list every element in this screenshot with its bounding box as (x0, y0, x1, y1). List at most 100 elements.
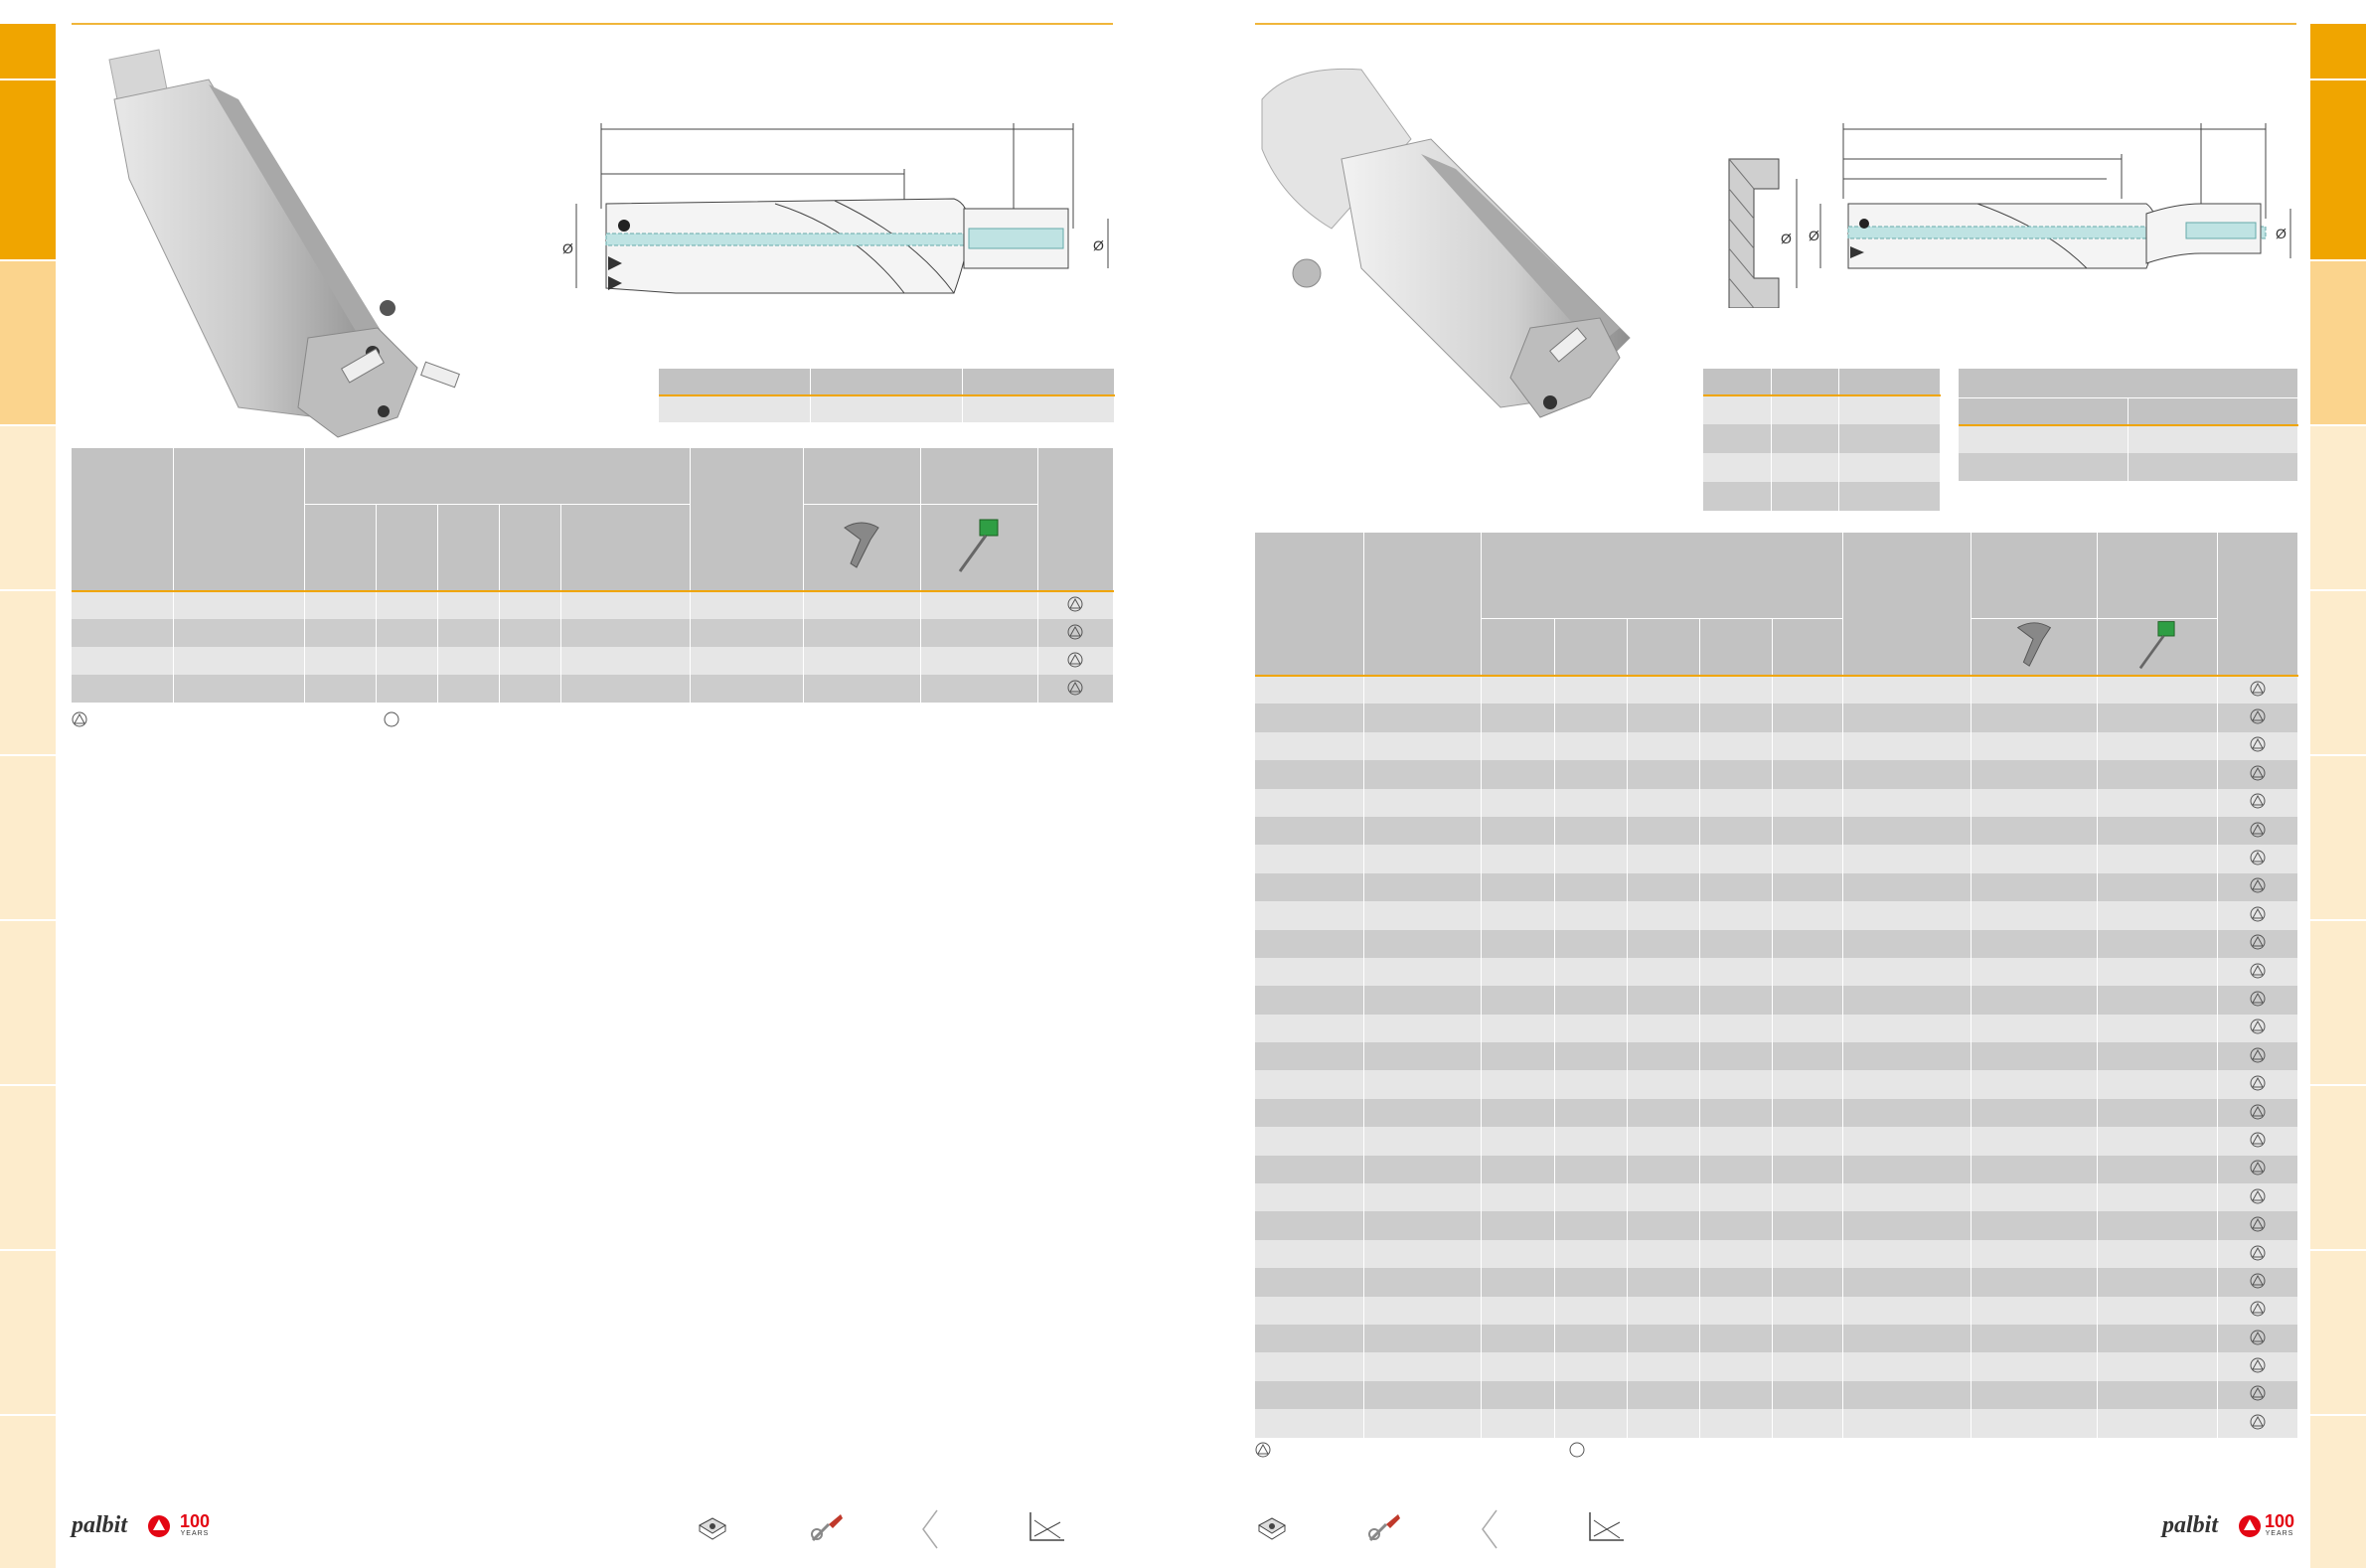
col-header-key (2097, 533, 2218, 619)
side-tab-7[interactable] (0, 921, 56, 1084)
table-row (1255, 1296, 2298, 1325)
anniversary-number: 100 (2264, 1511, 2295, 1531)
side-tab-r-1[interactable] (2310, 24, 2366, 78)
table-row (1255, 731, 2298, 761)
spec-b-title-cell (1959, 369, 2298, 398)
drill-photo-left (108, 49, 460, 438)
side-tab-r-8[interactable] (2310, 1086, 2366, 1249)
table-row (72, 675, 1114, 703)
side-tab-5[interactable] (0, 591, 56, 754)
side-tab-1[interactable] (0, 24, 56, 78)
col-header-ref (173, 448, 305, 504)
side-tab-r-6[interactable] (2310, 756, 2366, 919)
spec-cell (810, 395, 963, 422)
stock-triangle-icon (2250, 877, 2266, 893)
col-header-insert (1842, 533, 1972, 618)
cutting-chart-icon[interactable] (1586, 1510, 1626, 1544)
side-tab-r-9[interactable] (2310, 1251, 2366, 1414)
spec-header-cell (2128, 397, 2298, 426)
chevron-divider-icon[interactable] (919, 1508, 939, 1550)
stock-triangle-icon (2250, 906, 2266, 922)
spec-cell (659, 395, 811, 422)
palbit-mark-icon (148, 1515, 170, 1537)
screw-icon-cell (1971, 618, 2098, 677)
subheader-cell (1699, 618, 1773, 677)
stock-triangle-icon (2250, 1330, 2266, 1345)
side-tab-r-3[interactable] (2310, 261, 2366, 424)
subheader-cell (304, 504, 377, 592)
stock-triangle-icon (2250, 765, 2266, 781)
side-tab-2[interactable] (0, 80, 56, 259)
table-row (1255, 957, 2298, 987)
stock-triangle-icon (2250, 934, 2266, 950)
table-row (72, 619, 1114, 647)
spec-cell (962, 395, 1115, 422)
table-row (1255, 901, 2298, 930)
side-tab-r-2[interactable] (2310, 80, 2366, 259)
svg-text:Ø: Ø (2276, 226, 2287, 241)
side-tab-10[interactable] (0, 1416, 56, 1568)
insert-icon[interactable] (1255, 1515, 1289, 1545)
palbit-logo-right: palbit (2162, 1512, 2262, 1542)
table-row (1255, 1409, 2298, 1438)
side-tab-8[interactable] (0, 1086, 56, 1249)
anniversary-number: 100 (179, 1511, 211, 1531)
drill-photo-right (1261, 68, 1631, 418)
top-rule-right (1255, 23, 2296, 25)
stock-triangle-icon (2250, 1301, 2266, 1317)
wrench-tools-icon[interactable] (809, 1510, 845, 1544)
side-tab-r-10[interactable] (2310, 1416, 2366, 1568)
col-header-ref (1363, 533, 1482, 618)
table-row (1255, 676, 2298, 705)
side-tab-9[interactable] (0, 1251, 56, 1414)
side-tab-r-5[interactable] (2310, 591, 2366, 754)
legend-stock-icon (72, 711, 87, 727)
screw-icon (844, 522, 879, 568)
chevron-divider-icon[interactable] (1479, 1508, 1498, 1550)
col-header-code (72, 448, 174, 504)
spec-header-cell (659, 369, 811, 396)
table-row (1255, 788, 2298, 817)
stock-triangle-icon (2250, 991, 2266, 1007)
col-header-code (1255, 533, 1364, 618)
subheader-cell (437, 504, 500, 592)
table-row (1255, 1380, 2298, 1410)
header-fill (1363, 618, 1482, 677)
header-fill (72, 504, 174, 592)
spec-row (1703, 482, 1941, 511)
side-tab-3[interactable] (0, 261, 56, 424)
table-row (1255, 1042, 2298, 1071)
left-main-table (72, 448, 1114, 703)
stock-triangle-icon (2250, 1385, 2266, 1401)
side-tab-4[interactable] (0, 426, 56, 589)
legend-stock-icon (1255, 1442, 1271, 1458)
stock-triangle-icon (2250, 1414, 2266, 1430)
stock-triangle-icon (2250, 793, 2266, 809)
stock-triangle-icon (1067, 624, 1083, 639)
subheader-cell (376, 504, 438, 592)
stock-triangle-icon (2250, 1273, 2266, 1289)
table-row (1255, 929, 2298, 958)
anniversary-word: YEARS (2265, 1530, 2294, 1537)
wrench-tools-icon[interactable] (1366, 1510, 1402, 1544)
side-tab-6[interactable] (0, 756, 56, 919)
cutting-chart-icon[interactable] (1026, 1510, 1066, 1544)
stock-triangle-icon (2250, 1188, 2266, 1204)
left-spec-table (659, 369, 1115, 422)
anniversary-word: YEARS (180, 1530, 210, 1537)
palbit-mark-icon (2239, 1515, 2261, 1537)
header-fill (1842, 618, 1972, 677)
table-row (1255, 1239, 2298, 1269)
subheader-cell (1554, 618, 1628, 677)
col-header-stock (1037, 448, 1114, 504)
legend-circle-icon (1569, 1442, 1585, 1458)
side-tab-r-4[interactable] (2310, 426, 2366, 589)
table-row (1255, 1183, 2298, 1212)
svg-text:Ø: Ø (562, 240, 573, 256)
header-fill (690, 504, 804, 592)
table-row (1255, 1155, 2298, 1184)
side-tab-r-7[interactable] (2310, 921, 2366, 1084)
top-rule-left (72, 23, 1113, 25)
insert-icon[interactable] (696, 1515, 729, 1545)
table-row (72, 591, 1114, 619)
